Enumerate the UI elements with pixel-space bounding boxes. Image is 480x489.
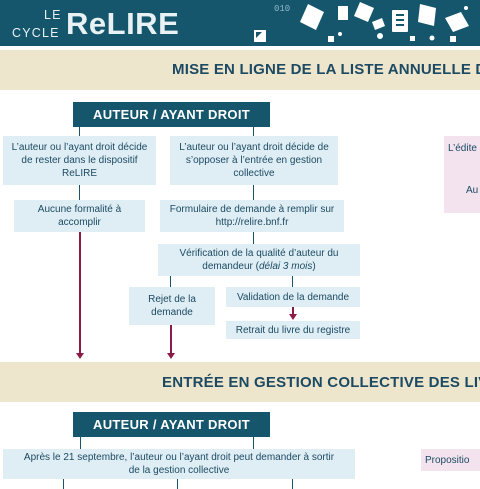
logo-relire: ReLIRE (66, 6, 180, 41)
author-header-2: AUTEUR / AYANT DROIT (73, 412, 270, 437)
connector-line (253, 185, 254, 200)
publisher-box: L’édite dans l (444, 136, 480, 183)
validation-box: Validation de la demande (226, 287, 360, 307)
publisher-box-2: Au (444, 180, 480, 213)
connector-line (253, 437, 254, 449)
section-band-2: ENTRÉE EN GESTION COLLECTIVE DES LIVR (0, 362, 480, 402)
stay-in-relire-box: L’auteur ou l’ayant droit décide de rest… (3, 136, 156, 185)
request-form-box: Formulaire de demande à remplir sur http… (160, 200, 344, 232)
no-formality-box: Aucune formalité à accomplir (14, 200, 145, 232)
logo-le: LE (44, 8, 62, 22)
section-title-2: ENTRÉE EN GESTION COLLECTIVE DES LIVR (162, 374, 480, 391)
verification-box: Vérification de la qualité d’auteur du d… (158, 244, 360, 276)
proposition-box: Propositio (421, 449, 480, 471)
connector-line (253, 127, 254, 136)
arrow-line (292, 307, 294, 315)
arrow-line (79, 232, 81, 353)
registry-removal-box: Retrait du livre du registre (226, 321, 360, 339)
arrow-down-icon (167, 353, 175, 359)
arrow-line (170, 325, 172, 353)
connector-line (79, 185, 80, 200)
connector-line (170, 276, 171, 287)
header-banner: LE CYCLE ReLIRE 010 (0, 0, 480, 46)
connector-line (63, 479, 64, 489)
connector-line (80, 437, 81, 449)
exit-collective-box: Après le 21 septembre, l’auteur ou l’aya… (3, 449, 355, 479)
connector-line (253, 232, 254, 244)
verification-end: ) (312, 261, 316, 272)
section-title-1: MISE EN LIGNE DE LA LISTE ANNUELLE DE (172, 61, 480, 78)
oppose-box: L’auteur ou l’ayant droit décide de s’op… (170, 136, 338, 185)
connector-line (177, 479, 178, 489)
arrow-down-icon (289, 314, 297, 320)
binary-text: 010 (274, 4, 291, 14)
books-decoration-icon (300, 2, 469, 42)
connector-line (292, 276, 293, 287)
author-header-1: AUTEUR / AYANT DROIT (73, 102, 270, 127)
verification-text: Vérification de la qualité d’auteur du d… (179, 248, 339, 272)
rejection-box: Rejet de la demande (129, 287, 215, 325)
cursor-icon (254, 30, 266, 42)
connector-line (79, 127, 80, 136)
connector-line (292, 479, 293, 489)
verification-delay: délai 3 mois (259, 261, 313, 272)
logo-cycle: CYCLE (12, 26, 60, 40)
section-band-1: MISE EN LIGNE DE LA LISTE ANNUELLE DE (0, 50, 480, 90)
arrow-down-icon (76, 353, 84, 359)
